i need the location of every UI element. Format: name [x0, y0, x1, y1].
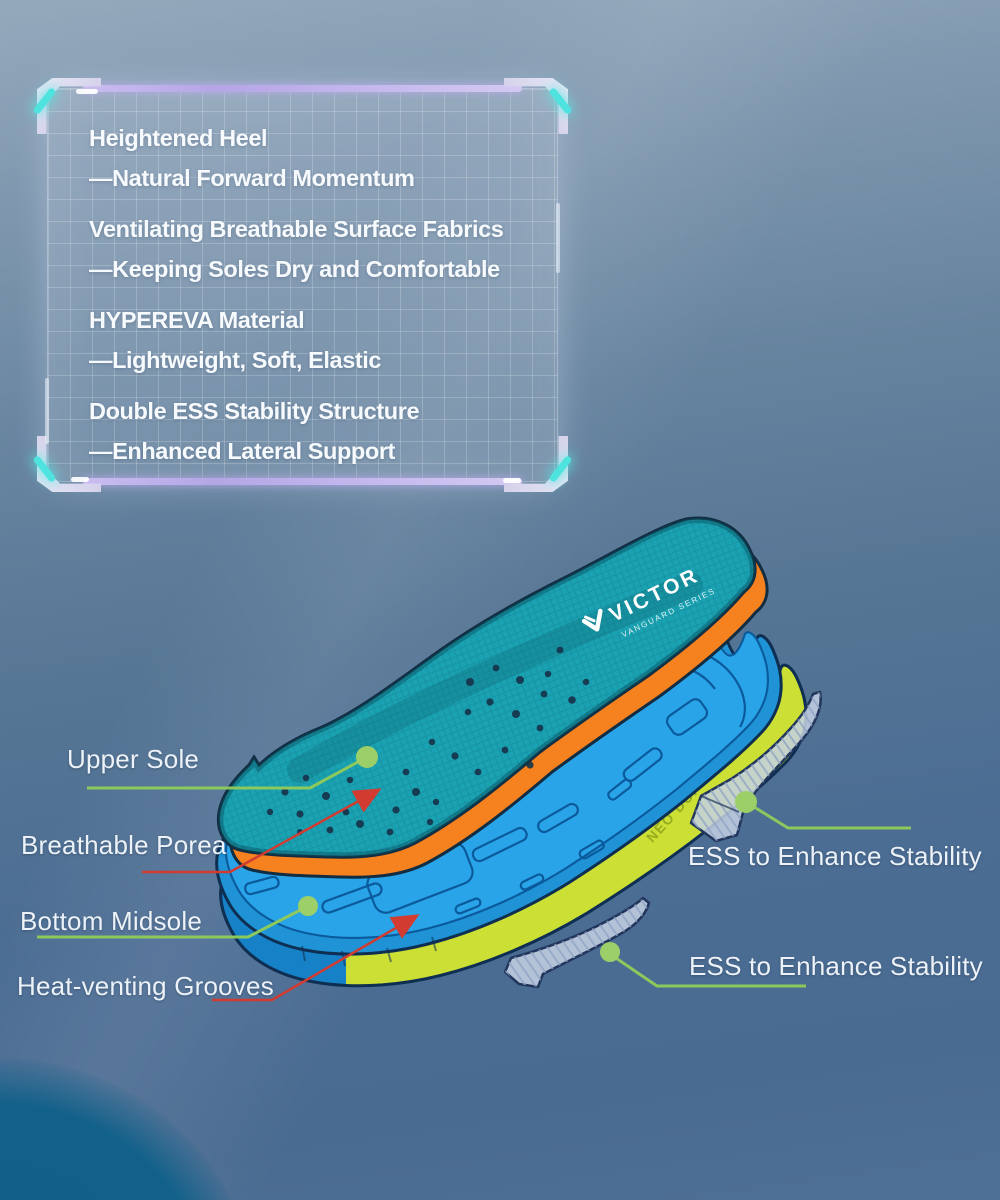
bottom-midsole-callout-line — [37, 904, 309, 939]
panel-bottom-bar — [83, 478, 522, 485]
panel-dash — [71, 477, 89, 482]
feature-title: HYPEREVA Material — [89, 307, 305, 333]
ess-piece-bottom — [503, 896, 651, 989]
feature-subtitle: —Lightweight, Soft, Elastic — [89, 347, 382, 373]
label-heat-venting-grooves: Heat-venting Grooves — [17, 971, 274, 1001]
heat-venting-grooves-arrow — [212, 914, 420, 1002]
panel-dash — [503, 478, 521, 483]
label-breathable-porea: Breathable Porea — [21, 830, 227, 860]
callout-lines-green — [37, 755, 911, 988]
feature-list: Heightened Heel —Natural Forward Momentu… — [47, 88, 558, 482]
ess-hatch-texture — [505, 898, 649, 987]
ess-top-callout-dot — [735, 791, 757, 813]
panel-dash — [76, 89, 98, 94]
label-ess-bottom: ESS to Enhance Stability — [689, 951, 983, 981]
panel-top-bar — [83, 85, 522, 92]
feature-panel: Heightened Heel —Natural Forward Momentu… — [32, 78, 573, 485]
panel-side-segment — [556, 203, 560, 273]
victor-bird-wing — [584, 615, 596, 623]
feature-item: Heightened Heel —Natural Forward Momentu… — [89, 118, 520, 198]
feature-item: HYPEREVA Material —Lightweight, Soft, El… — [89, 300, 520, 380]
feature-title: Ventilating Breathable Surface Fabrics — [89, 216, 504, 242]
panel-side-segment — [45, 378, 49, 444]
feature-title: Heightened Heel — [89, 125, 268, 151]
upper-sole-callout-dot — [356, 746, 378, 768]
upper-sole-callout-line — [87, 755, 368, 790]
feature-title: Double ESS Stability Structure — [89, 398, 420, 424]
victor-bird-icon — [581, 608, 603, 632]
label-bottom-midsole: Bottom Midsole — [20, 906, 202, 936]
feature-subtitle: —Keeping Soles Dry and Comfortable — [89, 256, 500, 282]
ess-hatch-texture — [691, 692, 821, 841]
breathable-porea-arrow — [142, 788, 382, 874]
upper-sole: VICTOR VANGUARD SERIES — [216, 516, 769, 879]
feature-item: Ventilating Breathable Surface Fabrics —… — [89, 209, 520, 289]
feature-subtitle: —Natural Forward Momentum — [89, 165, 415, 191]
feature-item: Double ESS Stability Structure —Enhanced… — [89, 391, 520, 471]
bottom-midsole-callout-dot — [298, 896, 318, 916]
ess-piece-top — [689, 690, 822, 843]
upper-sole-shading — [218, 518, 755, 857]
breathable-pores — [266, 646, 590, 836]
feature-panel-glass — [47, 88, 558, 482]
ess-top-callout-line — [745, 800, 911, 830]
feature-subtitle: —Enhanced Lateral Support — [89, 438, 395, 464]
label-upper-sole: Upper Sole — [67, 744, 200, 774]
label-ess-top: ESS to Enhance Stability — [688, 841, 982, 871]
ess-bottom-callout-line — [609, 952, 806, 988]
callout-arrows-red — [142, 788, 420, 1002]
callout-dots — [298, 746, 757, 962]
ess-bottom-callout-dot — [600, 942, 620, 962]
